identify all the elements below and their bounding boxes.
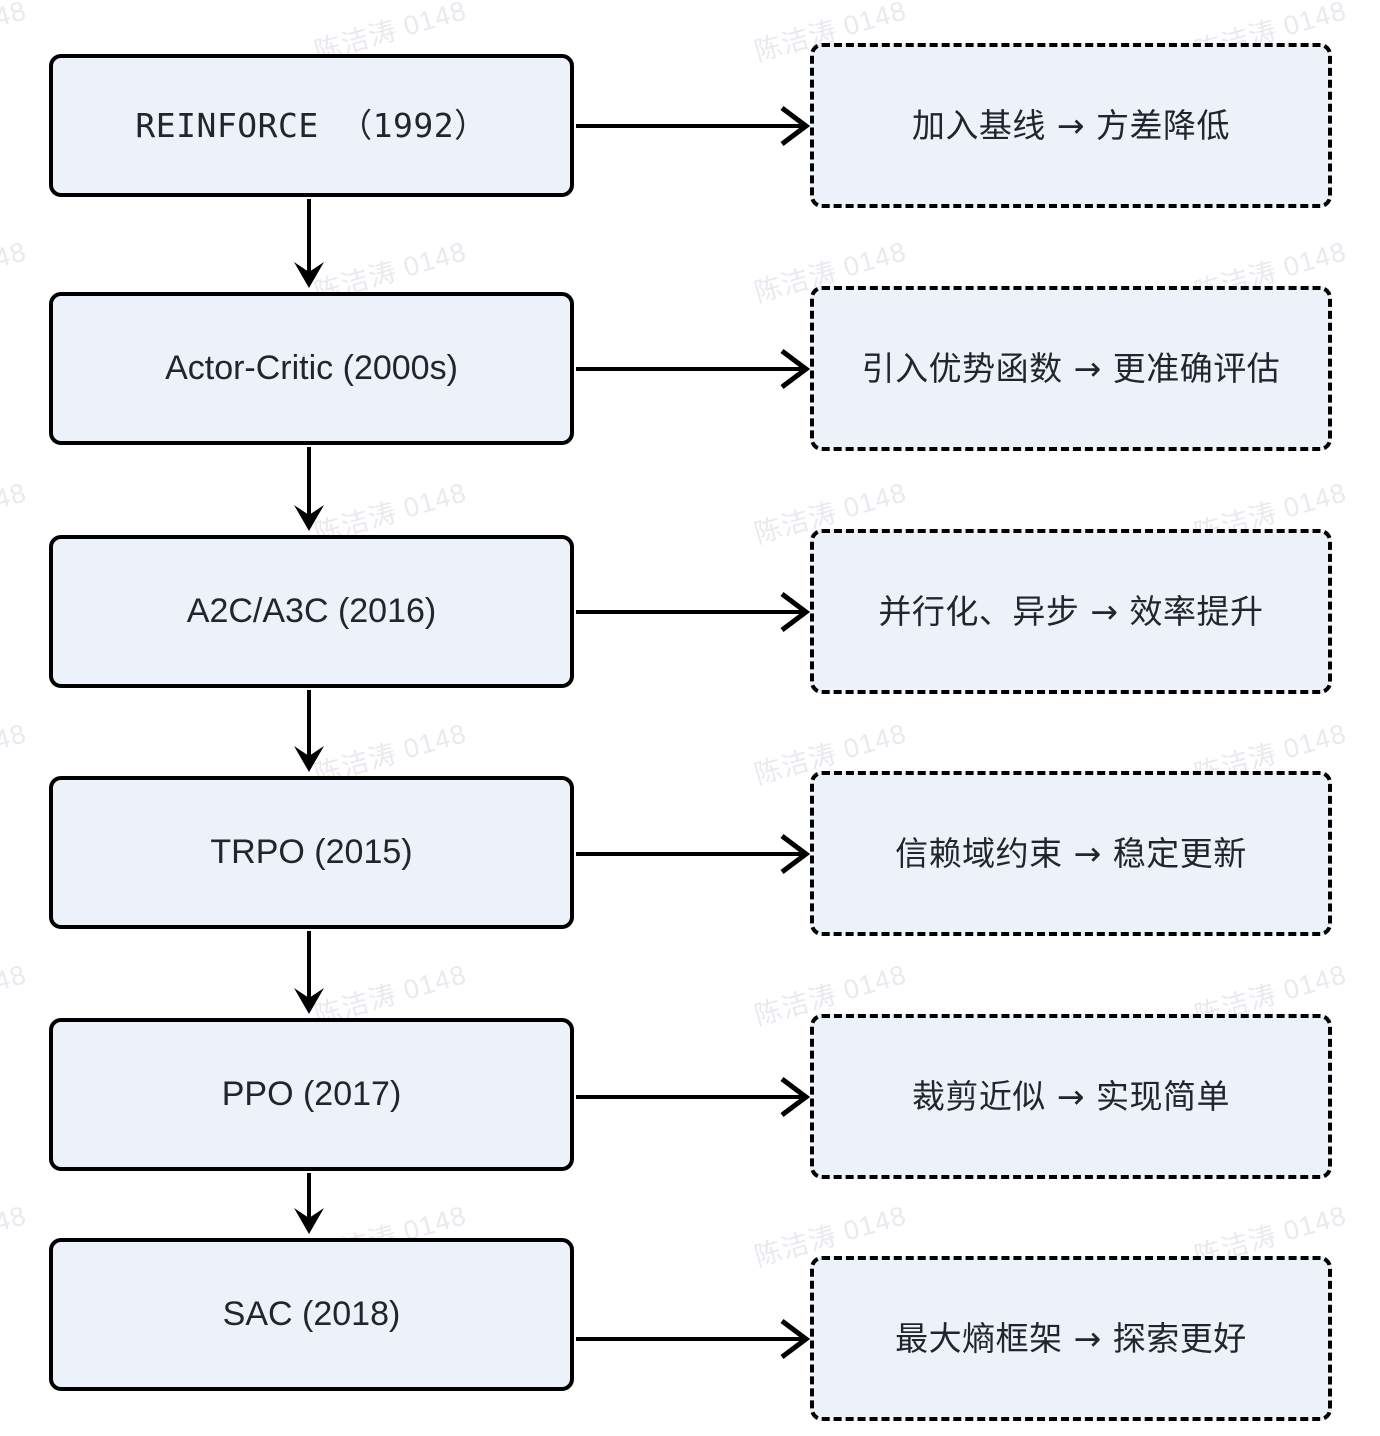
algorithm-node-a2c-a3c[interactable]: A2C/A3C (2016) [49,535,574,688]
annotation-node-label: 裁剪近似 → 实现简单 [911,1076,1231,1116]
algorithm-node-reinforce[interactable]: REINFORCE （1992） [49,54,574,197]
algorithm-node-ppo[interactable]: PPO (2017) [49,1018,574,1171]
algorithm-node-actor-critic[interactable]: Actor-Critic (2000s) [49,292,574,445]
algorithm-node-label: Actor-Critic (2000s) [165,349,458,388]
annotation-node-label: 引入优势函数 → 更准确评估 [861,348,1281,388]
algorithm-node-label: A2C/A3C (2016) [186,592,437,631]
annotation-node-label: 加入基线 → 方差降低 [911,105,1231,145]
annotation-node-ann-ppo[interactable]: 裁剪近似 → 实现简单 [810,1014,1332,1179]
annotation-node-ann-actor-critic[interactable]: 引入优势函数 → 更准确评估 [810,286,1332,451]
algorithm-node-sac[interactable]: SAC (2018) [49,1238,574,1391]
algorithm-node-label: PPO (2017) [221,1075,402,1114]
annotation-node-ann-trpo[interactable]: 信赖域约束 → 稳定更新 [810,771,1332,936]
algorithm-node-label: TRPO (2015) [210,833,413,872]
annotation-node-label: 信赖域约束 → 稳定更新 [895,833,1247,873]
annotation-node-ann-reinforce[interactable]: 加入基线 → 方差降低 [810,43,1332,208]
algorithm-node-trpo[interactable]: TRPO (2015) [49,776,574,929]
algorithm-node-label: REINFORCE （1992） [135,105,488,145]
annotation-node-ann-sac[interactable]: 最大熵框架 → 探索更好 [810,1256,1332,1421]
annotation-node-label: 并行化、异步 → 效率提升 [878,591,1264,631]
algorithm-node-label: SAC (2018) [222,1295,401,1334]
annotation-node-label: 最大熵框架 → 探索更好 [895,1318,1247,1358]
annotation-node-ann-a2c-a3c[interactable]: 并行化、异步 → 效率提升 [810,529,1332,694]
